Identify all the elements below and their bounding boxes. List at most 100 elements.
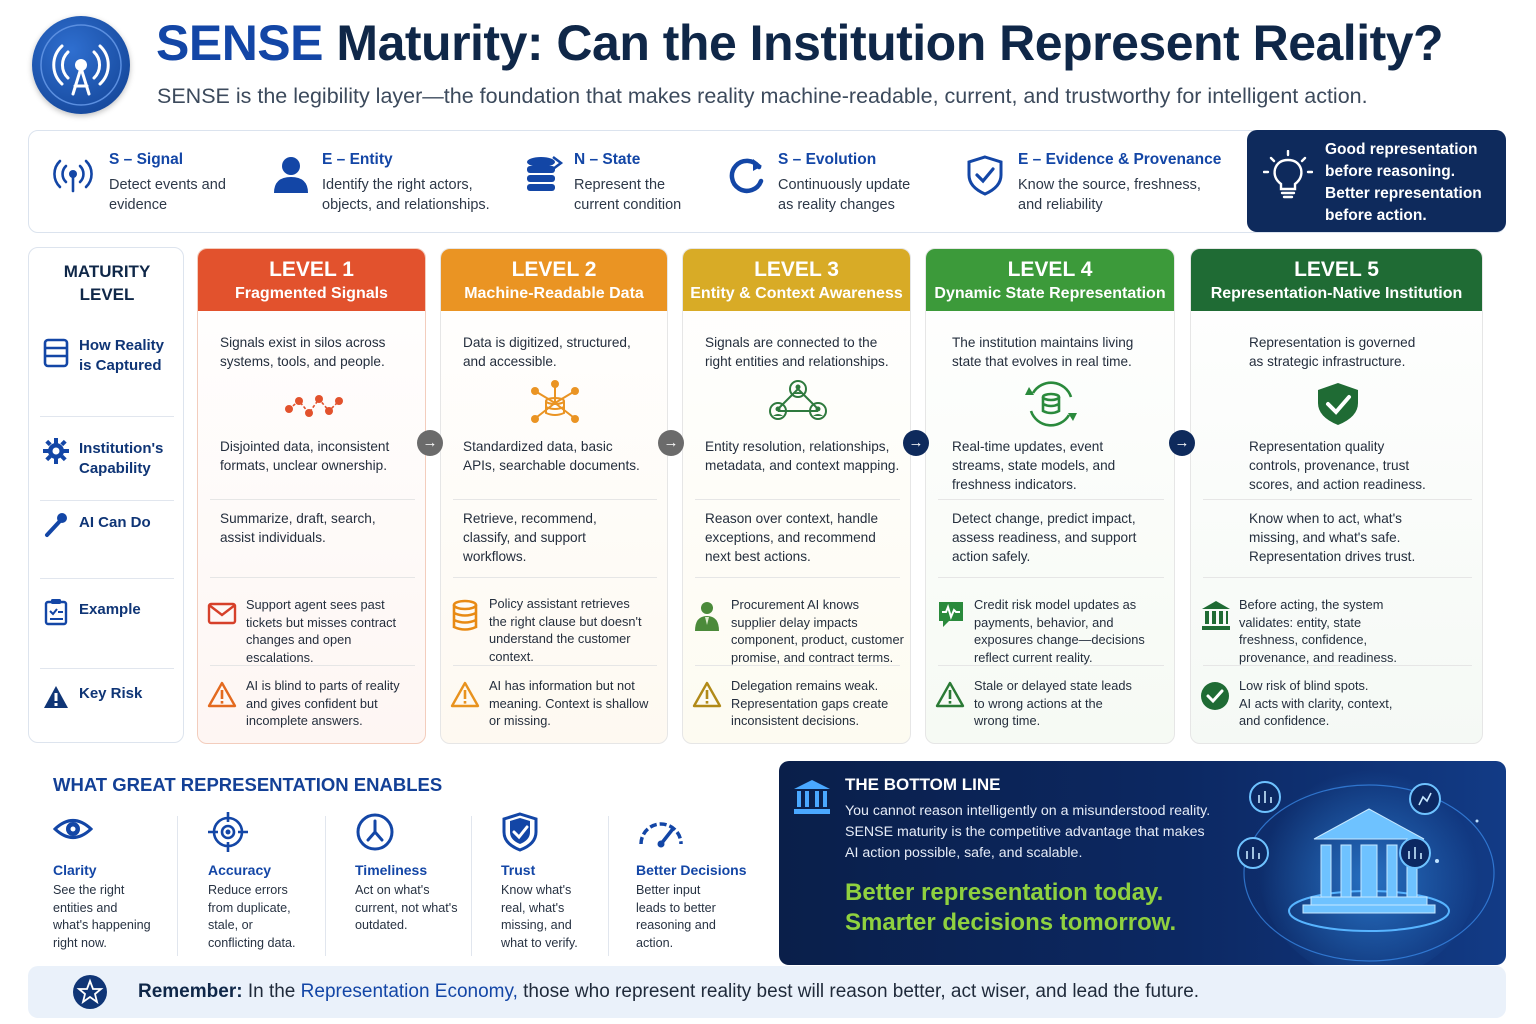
network-icon xyxy=(766,379,830,428)
person-icon xyxy=(274,157,308,193)
person-icon xyxy=(692,599,722,638)
level-name: Entity & Context Awareness xyxy=(690,285,903,302)
signal-icon xyxy=(53,159,93,193)
alert-icon xyxy=(207,681,237,714)
level-header: LEVEL 4 Dynamic State Representation xyxy=(926,249,1174,311)
bottom-line-title: THE BOTTOM LINE xyxy=(845,775,1001,794)
level-number: LEVEL 5 xyxy=(1294,258,1379,281)
level-header: LEVEL 3 Entity & Context Awareness xyxy=(683,249,910,311)
label-example: Example xyxy=(79,601,141,618)
level-name: Fragmented Signals xyxy=(235,285,388,302)
next-level-arrow-icon: → xyxy=(417,430,443,456)
lightbulb-icon xyxy=(1263,150,1313,199)
eye-icon xyxy=(52,819,94,839)
shield-check-icon xyxy=(1306,379,1370,434)
clipboard-icon xyxy=(44,599,68,626)
next-level-arrow-icon: → xyxy=(1169,430,1195,456)
level-number: LEVEL 2 xyxy=(511,258,597,281)
label-key-risk: Key Risk xyxy=(79,685,143,702)
header-logo xyxy=(32,16,130,114)
wand-icon xyxy=(45,513,67,537)
bank-icon xyxy=(1200,599,1232,636)
bottom-line-panel: THE BOTTOM LINE You cannot reason intell… xyxy=(779,761,1506,965)
bottom-line-tagline: Better representation today.Smarter deci… xyxy=(845,879,1177,936)
level-number: LEVEL 3 xyxy=(754,258,839,281)
sense-entity: E – Entity Identify the right actors,obj… xyxy=(322,151,490,213)
remember-text: Remember: In the Representation Economy,… xyxy=(138,981,1200,1002)
next-level-arrow-icon: → xyxy=(658,430,684,456)
level-number: LEVEL 4 xyxy=(1007,258,1093,281)
level-header: LEVEL 2 Machine-Readable Data xyxy=(441,249,667,311)
database-icon xyxy=(527,156,564,191)
target-icon xyxy=(208,812,248,852)
gear-icon xyxy=(43,438,69,464)
refresh-icon xyxy=(729,158,764,194)
gauge-icon xyxy=(639,822,683,848)
level-risk-text: Low risk of blind spots.AI acts with cla… xyxy=(1239,678,1393,728)
sense-evidence: E – Evidence & Provenance Know the sourc… xyxy=(1018,151,1222,213)
enables-title: WHAT GREAT REPRESENTATION ENABLES xyxy=(53,774,443,795)
alert-icon xyxy=(692,681,722,714)
star-badge-icon xyxy=(73,975,107,1009)
scatter-icon xyxy=(281,379,345,428)
shield-check-icon xyxy=(967,155,1003,196)
page-subtitle: SENSE is the legibility layer—the founda… xyxy=(157,84,1368,108)
alert-icon xyxy=(450,681,480,714)
check-circle-icon xyxy=(1200,681,1230,716)
enables-section: WHAT GREAT REPRESENTATION ENABLES Clarit… xyxy=(28,760,778,960)
sync-database-icon xyxy=(1019,379,1083,434)
level-header: LEVEL 5 Representation-Native Institution xyxy=(1191,249,1482,311)
level-risk-text: Delegation remains weak.Representation g… xyxy=(731,678,889,728)
level-name: Representation-Native Institution xyxy=(1210,285,1463,302)
level-name: Machine-Readable Data xyxy=(464,285,644,302)
level-ai-text: Summarize, draft, search,assist individu… xyxy=(220,511,376,545)
clock-icon xyxy=(356,813,394,851)
next-level-arrow-icon: → xyxy=(903,430,929,456)
level-captured-text: Data is digitized, structured,and access… xyxy=(463,335,631,369)
label-ai-can-do: AI Can Do xyxy=(79,514,151,531)
bottom-line-body: You cannot reason intelligently on a mis… xyxy=(845,803,1211,861)
database-icon xyxy=(450,599,480,638)
hub-icon xyxy=(523,379,587,434)
level-name: Dynamic State Representation xyxy=(934,285,1166,302)
mail-icon xyxy=(207,599,237,632)
level-ai-text: Retrieve, recommend,classify, and suppor… xyxy=(463,511,597,564)
level-column-5: LEVEL 5 Representation-Native Institution… xyxy=(1190,248,1483,744)
stack-icon xyxy=(43,338,69,368)
level-capability-text: Entity resolution, relationships,metadat… xyxy=(705,439,900,473)
level-ai-text: Detect change, predict impact,assess rea… xyxy=(952,511,1137,564)
warning-icon xyxy=(44,686,68,708)
page-title: SENSE Maturity: Can the Institution Repr… xyxy=(156,15,1444,71)
